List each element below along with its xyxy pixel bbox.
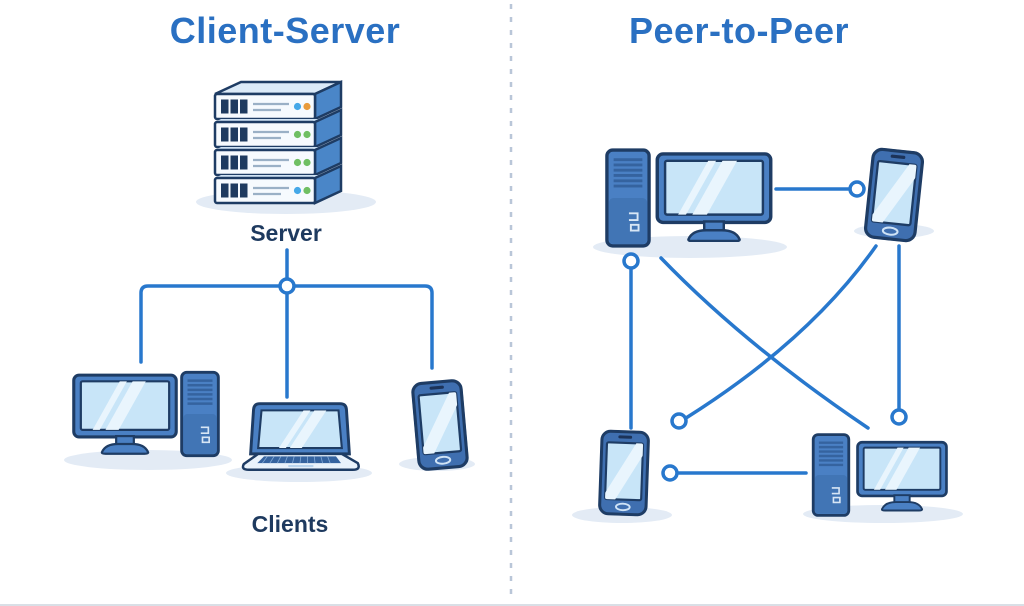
monitor-icon: [858, 442, 947, 510]
desktop-client-icon: [74, 370, 220, 458]
laptop-icon: [243, 404, 359, 470]
server-stack-icon: [213, 80, 343, 205]
connection-phone1-to-phone2: [684, 244, 878, 420]
connection-computer1-to-computer2: [659, 256, 870, 430]
smartphone-icon: [412, 380, 468, 470]
endpoint-node: [622, 252, 640, 270]
peer-smartphone-top-right-icon: [865, 148, 924, 241]
endpoint-node: [848, 180, 866, 198]
peer-smartphone-bottom-left-icon: [599, 431, 648, 515]
junction-node: [278, 277, 296, 295]
tower-icon: [811, 433, 851, 517]
endpoint-node: [670, 412, 688, 430]
monitor-icon: [74, 375, 176, 454]
peer-to-peer-panel: [572, 148, 963, 523]
client-server-panel: [64, 80, 475, 482]
monitor-icon: [657, 154, 770, 241]
clients-label: Clients: [251, 511, 329, 537]
tower-icon: [180, 370, 220, 458]
endpoint-node: [661, 464, 679, 482]
peer-to-peer-title: Peer-to-Peer: [628, 10, 850, 51]
peer-desktop-bottom-right-icon: [811, 433, 947, 517]
server-label: Server: [250, 220, 322, 246]
peer-desktop-top-left-icon: [605, 148, 771, 248]
endpoint-node: [890, 408, 908, 426]
client-server-title: Client-Server: [169, 10, 401, 51]
tower-icon: [605, 148, 651, 248]
